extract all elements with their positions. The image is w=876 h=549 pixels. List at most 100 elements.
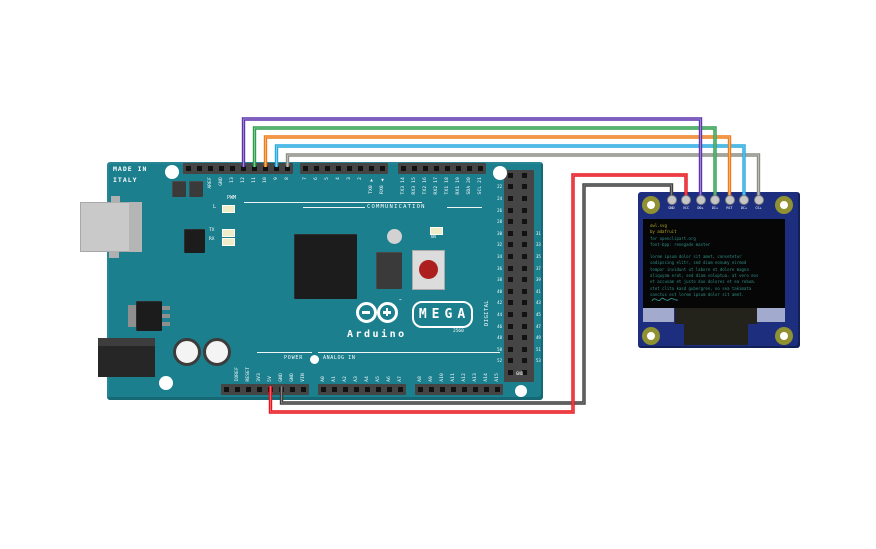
rx-led <box>222 238 235 246</box>
header-hole <box>365 387 370 392</box>
power-jack-top <box>98 338 155 346</box>
screen-text-line: font-bpp: renegade master <box>650 241 711 247</box>
oled-pin-label: RST <box>726 206 733 210</box>
header-hole <box>263 166 268 171</box>
header-hole <box>423 166 428 171</box>
header-hole <box>387 387 392 392</box>
wire-di <box>252 126 717 199</box>
pin-label: A12 <box>461 373 467 382</box>
header-hole <box>508 346 513 352</box>
header-hole <box>508 172 513 178</box>
wire-sheen <box>276 145 745 199</box>
pin-label: 33 <box>536 242 541 248</box>
oled-flex-connector <box>675 308 757 324</box>
wire-sheen <box>287 154 759 199</box>
screen-text-line: aliquyam erat, sed diam voluptua. at ver… <box>650 273 759 279</box>
rx-led-label: RX <box>209 237 215 242</box>
oled-pin <box>681 195 691 205</box>
l-led <box>222 205 235 213</box>
header-hole <box>274 166 279 171</box>
capacitor <box>203 338 231 366</box>
header-hole <box>508 288 513 294</box>
bottom-analog2-header <box>415 384 503 395</box>
pin-label: A2 <box>342 376 348 382</box>
header-hole <box>336 166 341 171</box>
wire-sheen <box>254 127 716 199</box>
header-hole <box>522 346 527 352</box>
communication-label: COMMUNICATION <box>367 204 426 210</box>
pin-label: TX0 ▼ <box>368 177 374 194</box>
header-hole <box>246 387 251 392</box>
pin-label: VIN <box>300 373 306 382</box>
usb-connector-shield <box>129 202 142 252</box>
header-hole <box>508 335 513 341</box>
pin-label: AREF <box>207 177 213 189</box>
screen-signature-squiggle <box>651 297 679 302</box>
header-hole <box>508 300 513 306</box>
pin-label: 2 <box>357 177 363 180</box>
arduino-brand: Arduino <box>347 329 407 340</box>
header-hole <box>434 166 439 171</box>
made-in-label: MADE IN <box>113 165 148 173</box>
tm-mark: ™ <box>399 298 402 303</box>
pin-label: 11 <box>251 177 257 183</box>
pin-label: 32 <box>497 242 502 248</box>
header-hole <box>257 387 262 392</box>
pwm-underline <box>244 202 422 203</box>
header-hole <box>369 166 374 171</box>
pin-label: 5 <box>324 177 330 180</box>
wire-sheen <box>243 118 701 199</box>
l-led-label: L <box>213 204 217 210</box>
header-hole <box>522 184 527 190</box>
pin-label: 8 <box>284 177 290 180</box>
regulator-leg <box>162 314 170 318</box>
regulator-leg <box>162 322 170 326</box>
header-hole <box>376 387 381 392</box>
header-hole <box>412 166 417 171</box>
pin-label: 49 <box>536 335 541 341</box>
wire-gnd <box>279 183 674 405</box>
atmega2560-chip <box>294 234 357 299</box>
oled-pin <box>739 195 749 205</box>
icsp-header-usb <box>172 181 186 197</box>
regulator-leg <box>162 306 170 310</box>
screen-text-line: tempor invidunt ut labore et dolore magn… <box>650 266 749 272</box>
pin-label: A1 <box>331 376 337 382</box>
header-hole <box>522 288 527 294</box>
header-hole <box>418 387 423 392</box>
pin-label: 12 <box>240 177 246 183</box>
mounting-hole <box>493 166 507 180</box>
header-hole <box>197 166 202 171</box>
header-hole <box>508 184 513 190</box>
header-hole <box>522 172 527 178</box>
analog-in-label: ANALOG IN <box>323 355 356 361</box>
logo-plus-v <box>385 308 389 317</box>
tx-led <box>222 229 235 237</box>
oled-pin-label: GND <box>668 206 675 210</box>
pin-label: 45 <box>536 312 541 317</box>
screen-text-line: for openclipart.org <box>650 235 696 241</box>
power-label: POWER <box>284 355 304 361</box>
header-hole <box>522 242 527 248</box>
wire-vcc <box>268 173 688 414</box>
pin-label: 3V3 <box>256 373 262 382</box>
pin-label: RX2 17 <box>433 177 439 195</box>
mounting-hole <box>515 385 527 397</box>
usb-interface-chip <box>184 229 205 253</box>
header-hole <box>252 166 257 171</box>
icsp-header-usb <box>189 181 203 197</box>
mega-logo: MEGA <box>412 301 473 328</box>
header-hole <box>508 219 513 225</box>
header-hole <box>321 387 326 392</box>
header-hole <box>285 166 290 171</box>
top-pwm-header <box>183 163 293 174</box>
header-hole <box>314 166 319 171</box>
header-hole <box>508 277 513 283</box>
header-hole <box>508 242 513 248</box>
header-hole <box>508 312 513 317</box>
pin-label: A14 <box>483 373 489 382</box>
pin-label: RX1 19 <box>455 177 461 195</box>
